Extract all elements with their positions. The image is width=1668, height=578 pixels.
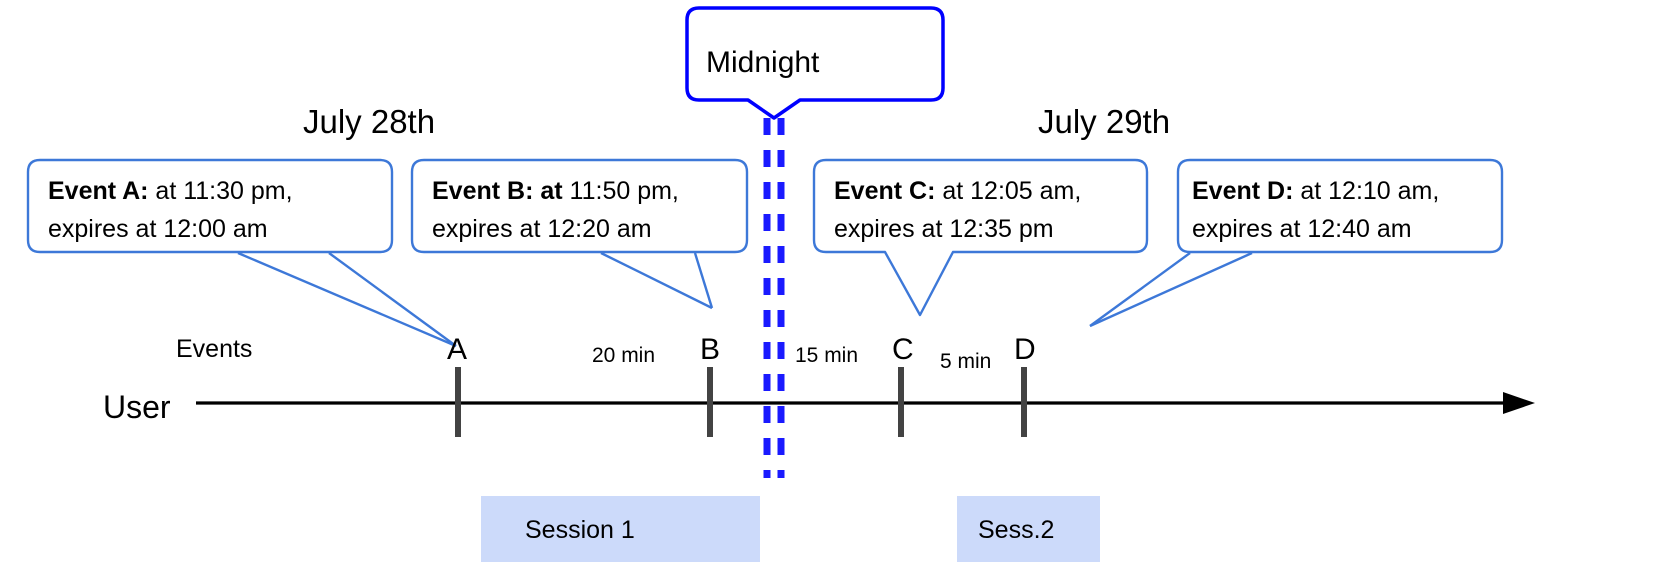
session-label-1: Session 1 [525, 516, 635, 544]
midnight-bubble-shape [685, 6, 945, 120]
callout-event-c: Event C: at 12:05 am, expires at 12:35 p… [812, 158, 1149, 317]
timeline-axis [196, 392, 1535, 414]
leader-line-a-2 [328, 252, 457, 347]
leader-lines [237, 251, 1253, 348]
midnight-label: Midnight [706, 46, 820, 79]
callout-event-b-bold: Event B: at [432, 177, 563, 205]
event-letter-b: B [700, 333, 720, 366]
callout-event-d-line1: Event D: at 12:10 am, [1192, 177, 1439, 205]
callout-event-a-line2: expires at 12:00 am [48, 215, 268, 243]
event-ticks [455, 367, 1027, 437]
event-letter-a: A [447, 333, 467, 366]
callout-event-d: Event D: at 12:10 am, expires at 12:40 a… [1176, 158, 1504, 254]
session-boxes: Session 1 Sess.2 [481, 496, 1100, 562]
session-box-1 [481, 496, 760, 562]
leader-line-d-1 [1089, 251, 1253, 328]
callout-event-a: Event A: at 11:30 pm, expires at 12:00 a… [26, 158, 394, 254]
callout-event-a-rest: at 11:30 pm, [148, 177, 292, 205]
midnight-callout: Midnight [685, 6, 945, 120]
interval-label-5-min: 5 min [940, 350, 991, 373]
leader-line-d-2 [1089, 252, 1191, 327]
callout-event-d-box [1176, 158, 1504, 254]
callout-event-c-bold: Event C: [834, 177, 935, 205]
interval-label-15-min: 15 min [795, 344, 858, 367]
midnight-line-group [763, 118, 785, 478]
callout-event-c-box [812, 158, 1149, 317]
event-letter-d: D [1014, 333, 1036, 366]
event-letter-c: C [892, 333, 914, 366]
leader-line-b-1 [600, 251, 713, 310]
callout-event-b-line2: expires at 12:20 am [432, 215, 652, 243]
interval-label-20-min: 20 min [592, 344, 655, 367]
session-box-2 [957, 496, 1100, 562]
leader-line-b-2 [693, 252, 714, 309]
date-label-july-29: July 29th [1038, 103, 1170, 140]
callout-event-c-rest: at 12:05 am, [935, 177, 1081, 205]
callout-event-b-line1: Event B: at 11:50 pm, [432, 177, 679, 205]
date-label-july-28: July 28th [303, 103, 435, 140]
callout-event-d-rest: at 12:10 am, [1293, 177, 1439, 205]
session-label-2: Sess.2 [978, 516, 1054, 544]
callout-event-d-bold: Event D: [1192, 177, 1293, 205]
leader-line-a-1 [237, 251, 457, 348]
callout-event-b: Event B: at 11:50 pm, expires at 12:20 a… [410, 158, 749, 254]
callout-event-a-box [26, 158, 394, 254]
row-label-user: User [103, 389, 171, 425]
callout-event-b-box [410, 158, 749, 254]
callout-event-c-line1: Event C: at 12:05 am, [834, 177, 1081, 205]
callout-event-a-bold: Event A: [48, 177, 148, 205]
callout-event-b-rest: 11:50 pm, [563, 177, 679, 205]
callout-event-d-line2: expires at 12:40 am [1192, 215, 1412, 243]
callout-event-a-line1: Event A: at 11:30 pm, [48, 177, 293, 205]
timeline-arrowhead [1503, 392, 1535, 414]
row-label-events: Events [176, 335, 252, 363]
callout-event-c-line2: expires at 12:35 pm [834, 215, 1054, 243]
